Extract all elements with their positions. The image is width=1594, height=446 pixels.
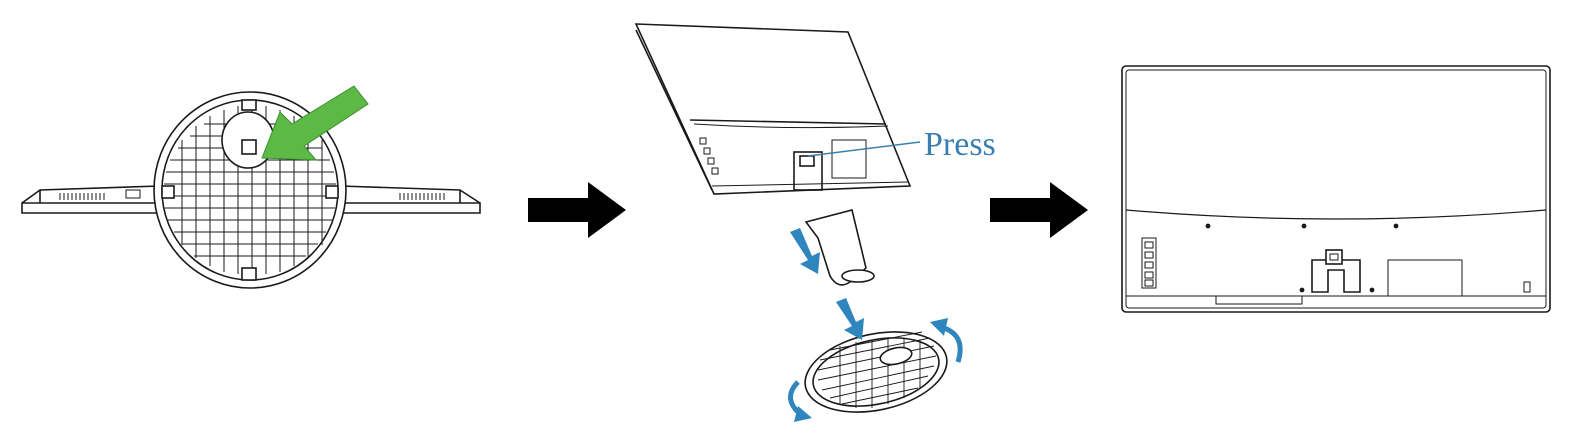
label-plate [1387, 259, 1463, 297]
right-arrow-icon [528, 182, 626, 238]
monitor-back [1121, 65, 1551, 313]
vent-slots-right [399, 193, 445, 200]
side-buttons [699, 137, 719, 175]
rotate-arrow-icon [943, 325, 963, 363]
press-label: Press [924, 126, 996, 163]
step-3-stand-removed [1121, 65, 1551, 313]
port-column [1141, 237, 1157, 289]
step-1-monitor-face-down [21, 91, 481, 289]
mounting-bracket [1311, 259, 1361, 293]
step-2-detach-stand [634, 23, 948, 413]
press-leader-line [807, 141, 921, 157]
pointer-arrow-icon [261, 85, 369, 161]
screw-foot [241, 267, 257, 281]
stand-base-tilted [804, 331, 948, 413]
screw-foot [325, 185, 339, 199]
screw-foot [241, 99, 257, 111]
monitor-back-tilted [634, 23, 912, 195]
vent-slots-left [59, 189, 141, 200]
right-arrow-icon [990, 182, 1088, 238]
down-arrow-icon [836, 298, 864, 340]
neck-slot [793, 151, 823, 191]
label-plate [831, 139, 867, 179]
down-arrow-icon [790, 228, 820, 274]
lock-slot [1523, 281, 1531, 293]
screw-foot [161, 185, 175, 199]
